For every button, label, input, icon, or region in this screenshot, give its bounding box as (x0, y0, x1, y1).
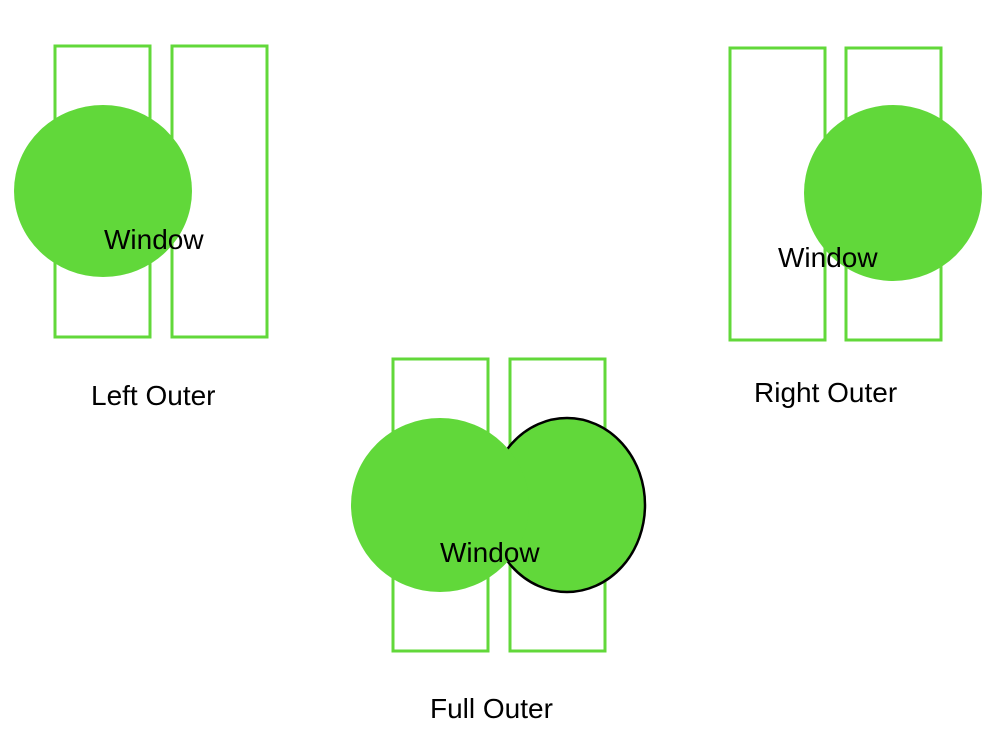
right-outer-window-label: Window (778, 242, 878, 273)
right-outer-panel: Window Right Outer (728, 46, 982, 408)
full-outer-panel: Window Full Outer (351, 357, 647, 724)
full-outer-caption: Full Outer (430, 693, 553, 724)
left-outer-panel: Window Left Outer (14, 44, 269, 411)
right-outer-caption: Right Outer (754, 377, 897, 408)
left-outer-window-label: Window (104, 224, 204, 255)
left-outer-caption: Left Outer (91, 380, 216, 411)
right-outer-window-circle (804, 105, 982, 281)
left-outer-window-circle (14, 105, 192, 277)
full-outer-left-window-circle (351, 418, 529, 592)
full-outer-window-label: Window (440, 537, 540, 568)
